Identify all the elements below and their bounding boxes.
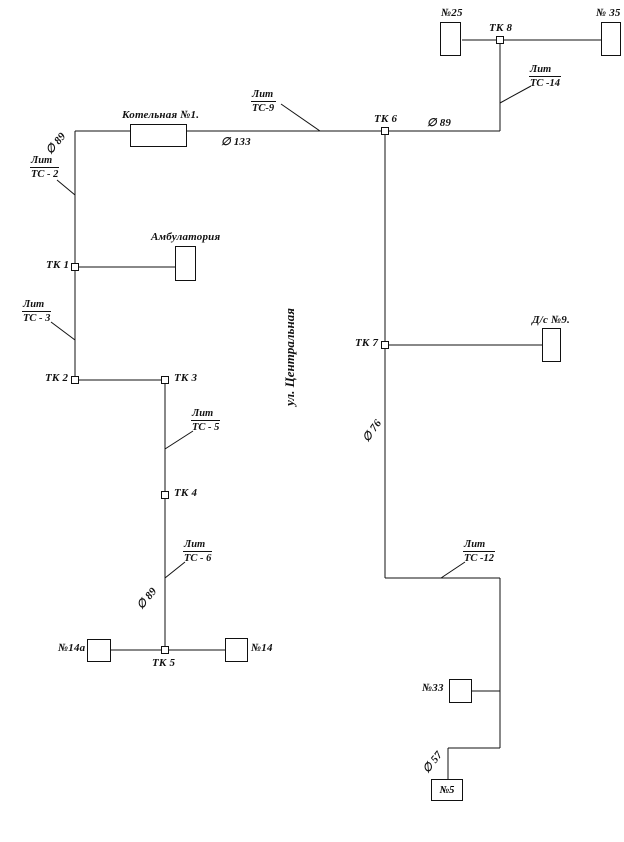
label-tk4: ТК 4 bbox=[174, 487, 198, 499]
section-ts12-bottom: ТС -12 bbox=[464, 553, 495, 564]
section-ts14-bottom: ТС -14 bbox=[530, 78, 561, 89]
leader-ts14 bbox=[499, 85, 532, 104]
label-ambulatory: Амбулатория bbox=[151, 231, 221, 243]
section-ts3-top: Лит bbox=[22, 299, 52, 312]
label-tk6: ТК 6 bbox=[374, 113, 398, 125]
label-diameter-89-main: ∅ 89 bbox=[427, 117, 452, 129]
building-5-label: №5 bbox=[439, 784, 455, 796]
section-label-ts3: Лит ТС - 3 bbox=[22, 299, 52, 324]
section-ts6-bottom: ТС - 6 bbox=[184, 553, 212, 564]
section-ts5-top: Лит bbox=[191, 408, 221, 421]
leader-ts9 bbox=[280, 103, 321, 132]
building-33 bbox=[449, 679, 472, 703]
building-35 bbox=[601, 22, 621, 56]
node-tk7 bbox=[381, 341, 389, 349]
section-ts3-bottom: ТС - 3 bbox=[23, 313, 51, 324]
section-ts14-top: Лит bbox=[529, 64, 562, 77]
node-tk8 bbox=[496, 36, 504, 44]
node-tk5 bbox=[161, 646, 169, 654]
section-ts2-top: Лит bbox=[30, 155, 60, 168]
node-tk2 bbox=[71, 376, 79, 384]
section-label-ts12: Лит ТС -12 bbox=[463, 539, 496, 564]
section-label-ts6: Лит ТС - 6 bbox=[183, 539, 213, 564]
building-ds9 bbox=[542, 328, 561, 362]
label-tk8: ТК 8 bbox=[489, 22, 513, 34]
section-ts9-top: Лит bbox=[251, 89, 277, 102]
street-name-label: ул. Центральная bbox=[282, 308, 297, 406]
leader-ts6 bbox=[164, 561, 186, 579]
label-building-33: №33 bbox=[422, 682, 444, 694]
label-tk1: ТК 1 bbox=[46, 259, 70, 271]
leader-ts12 bbox=[440, 561, 466, 579]
label-building-14a: №14а bbox=[58, 642, 86, 654]
building-boiler bbox=[130, 124, 187, 147]
leader-ts2 bbox=[56, 179, 76, 196]
section-label-ts2: Лит ТС - 2 bbox=[30, 155, 60, 180]
node-tk1 bbox=[71, 263, 79, 271]
section-ts6-top: Лит bbox=[183, 539, 213, 552]
section-label-ts14: Лит ТС -14 bbox=[529, 64, 562, 89]
leader-ts3 bbox=[50, 321, 76, 341]
node-tk3 bbox=[161, 376, 169, 384]
section-label-ts5: Лит ТС - 5 bbox=[191, 408, 221, 433]
node-tk4 bbox=[161, 491, 169, 499]
leader-ts5 bbox=[164, 430, 194, 450]
label-boiler: Котельная №1. bbox=[122, 109, 200, 121]
section-ts2-bottom: ТС - 2 bbox=[31, 169, 59, 180]
building-14 bbox=[225, 638, 248, 662]
section-ts5-bottom: ТС - 5 bbox=[192, 422, 220, 433]
building-5: №5 bbox=[431, 779, 463, 801]
label-building-14: №14 bbox=[251, 642, 273, 654]
label-building-35: № 35 bbox=[596, 7, 621, 19]
label-tk7: ТК 7 bbox=[355, 337, 379, 349]
label-tk5: ТК 5 bbox=[152, 657, 176, 669]
label-diameter-133: ∅ 133 bbox=[221, 136, 251, 148]
section-ts9-bottom: ТС-9 bbox=[252, 103, 275, 114]
building-ambulatory bbox=[175, 246, 196, 281]
section-ts12-top: Лит bbox=[463, 539, 496, 552]
label-building-25: №25 bbox=[441, 7, 463, 19]
building-25 bbox=[440, 22, 461, 56]
label-tk2: ТК 2 bbox=[45, 372, 69, 384]
node-tk6 bbox=[381, 127, 389, 135]
building-14a bbox=[87, 639, 111, 662]
label-building-ds9: Д/с №9. bbox=[532, 314, 570, 326]
section-label-ts9: Лит ТС-9 bbox=[251, 89, 277, 114]
label-tk3: ТК 3 bbox=[174, 372, 198, 384]
